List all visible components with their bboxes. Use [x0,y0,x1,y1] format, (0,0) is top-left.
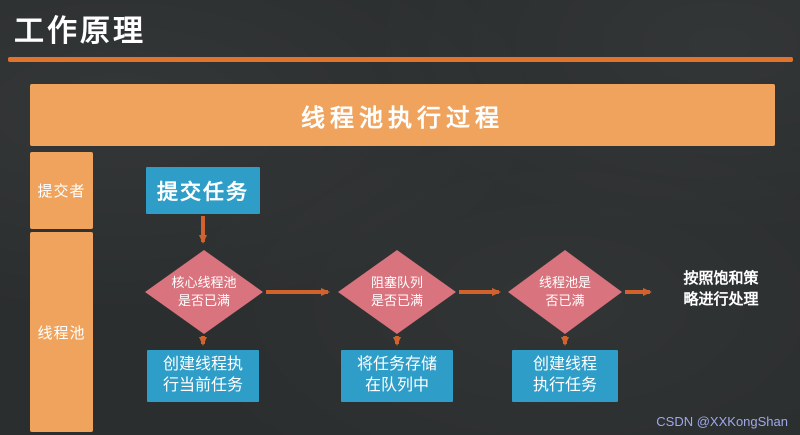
decision-pool-full: 线程池是 否已满 [508,250,622,334]
action-create-thread-execute-task: 创建线程 执行任务 [512,350,618,402]
lane-thread-pool: 线程池 [30,232,93,432]
decision-queue-full: 阻塞队列 是否已满 [338,250,456,334]
decision-core-pool-full: 核心线程池 是否已满 [145,250,263,334]
start-task-box: 提交任务 [146,167,260,214]
page-title: 工作原理 [14,15,146,48]
action-create-thread-current-task: 创建线程执 行当前任务 [147,350,259,402]
watermark: CSDN @XXKongShan [656,414,788,429]
lane-submitter: 提交者 [30,152,93,229]
process-banner: 线程池执行过程 [30,84,775,146]
action-store-task-in-queue: 将任务存储 在队列中 [341,350,453,402]
saturation-policy-text: 按照饱和策 略进行处理 [683,270,759,308]
title-divider [8,57,793,62]
